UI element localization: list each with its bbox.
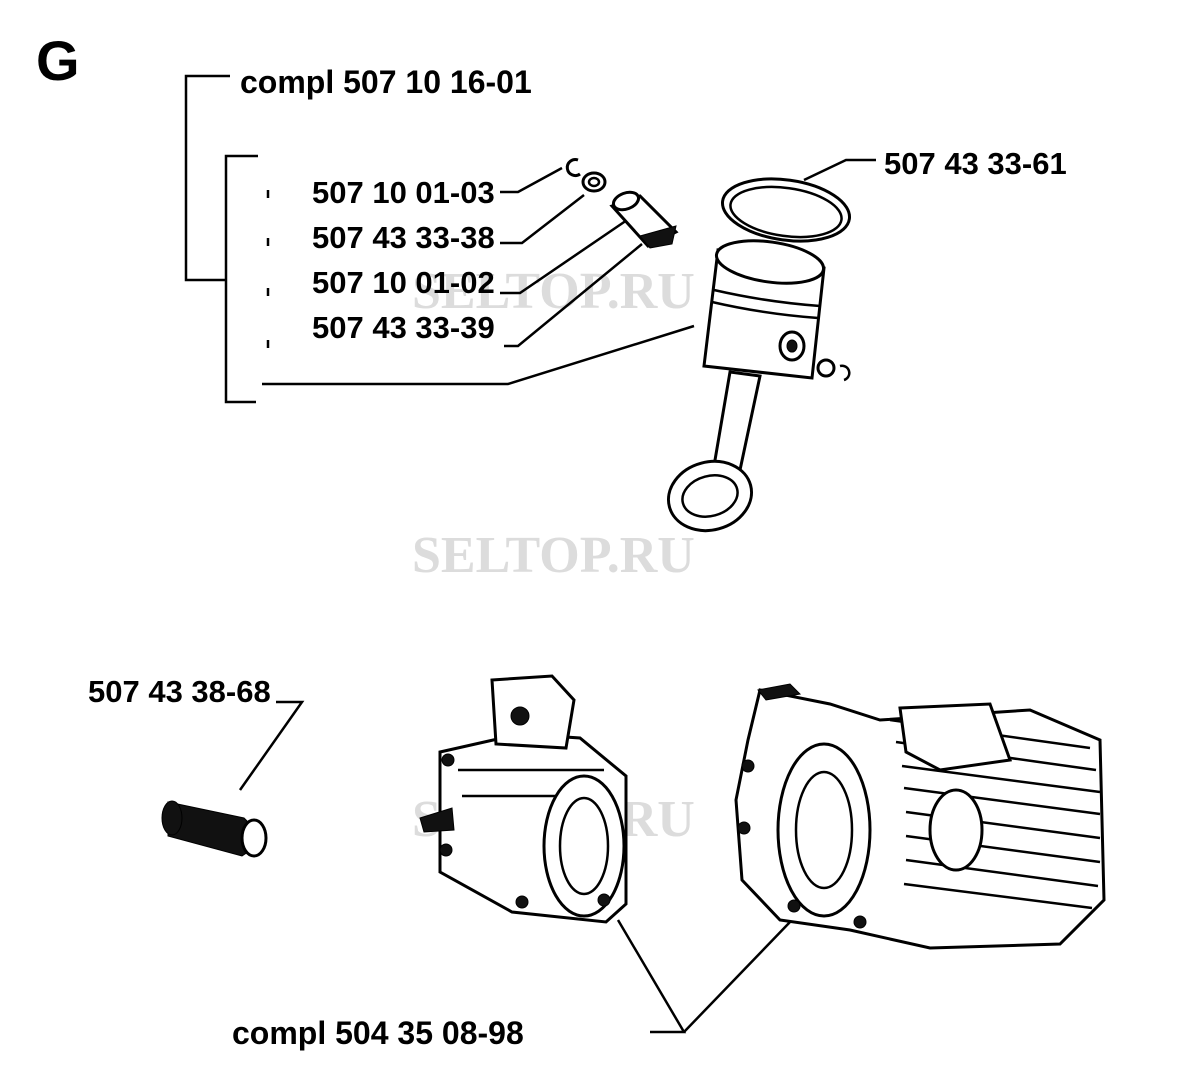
piston-pin-label: 507 10 01-02 (312, 265, 495, 300)
crankcase-leader-lines (616, 919, 791, 1034)
piston-pin-icon (609, 190, 679, 249)
crankcase-left-half-icon (419, 674, 628, 924)
sleeve-icon (161, 800, 268, 858)
crankcase-right-half-icon (734, 683, 1106, 950)
bearing-label: 507 43 33-38 (312, 220, 495, 255)
crankcase-kit-label: compl 504 35 08-98 (232, 1015, 524, 1051)
watermark-top: SELTOP.RU (412, 263, 695, 320)
piston-kit-label: compl 507 10 16-01 (240, 64, 532, 100)
watermark-middle: SELTOP.RU (412, 527, 695, 584)
circlip-icon (565, 158, 581, 178)
piston-icon (702, 239, 851, 382)
top-leader-lines (262, 158, 876, 386)
circlip-label: 507 10 01-03 (312, 175, 495, 210)
sleeve-leader (238, 700, 305, 791)
piston-ring-label: 507 43 33-61 (884, 146, 1067, 181)
piston-label: 507 43 33-39 (312, 310, 495, 345)
sleeve-label: 507 43 38-68 (88, 674, 271, 709)
connecting-rod-icon (666, 370, 762, 533)
bearing-icon (581, 171, 607, 193)
section-letter: G (36, 29, 80, 92)
piston-ring-icon (720, 177, 852, 243)
piston-kit-bracket (184, 74, 270, 404)
